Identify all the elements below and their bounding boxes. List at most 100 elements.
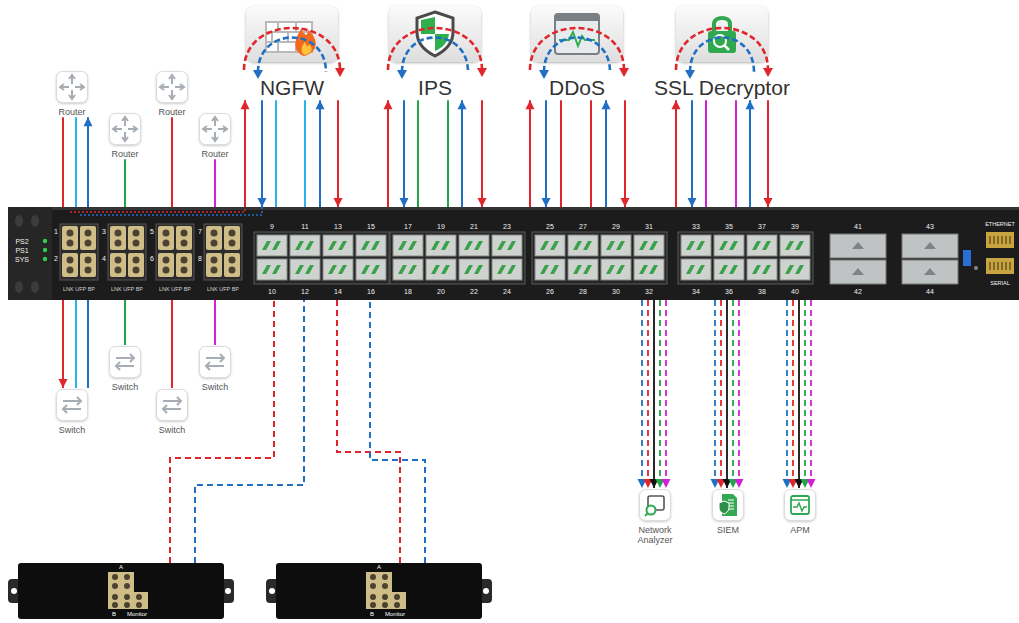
graphic	[18, 563, 224, 619]
port-label: Monitor	[385, 611, 405, 617]
graphic	[85, 240, 92, 247]
graphic	[791, 496, 809, 514]
graphic	[441, 265, 450, 274]
arrowhead	[746, 100, 755, 109]
graphic	[924, 268, 936, 275]
graphic	[507, 265, 516, 274]
network-device: Router	[100, 112, 150, 159]
na-icon	[638, 488, 672, 522]
graphic	[224, 253, 240, 277]
graphic	[302, 42, 312, 55]
connector	[370, 300, 425, 563]
graphic	[262, 265, 271, 274]
graphic	[568, 259, 598, 280]
connector	[276, 100, 277, 207]
graphic	[902, 234, 958, 258]
graphic	[67, 257, 74, 264]
graphic	[639, 265, 648, 274]
graphic	[124, 594, 130, 600]
loop-arcs	[234, 6, 350, 82]
router-icon	[155, 70, 189, 104]
graphic	[85, 230, 92, 237]
graphic	[262, 241, 271, 250]
port-number: 38	[758, 288, 766, 295]
graphic	[583, 241, 592, 250]
port-number: 17	[404, 223, 412, 230]
graphic	[15, 215, 23, 227]
connector-line	[726, 300, 728, 488]
graphic	[902, 260, 958, 284]
port-number: 30	[612, 288, 620, 295]
graphic	[676, 28, 768, 70]
port-number: 34	[692, 288, 700, 295]
port-number: 35	[725, 223, 733, 230]
connector-line	[304, 100, 306, 207]
graphic	[200, 347, 231, 378]
port-number: 10	[268, 288, 276, 295]
connector	[400, 100, 409, 207]
port-number: 15	[367, 223, 375, 230]
graphic	[394, 602, 400, 608]
graphic	[568, 235, 598, 256]
graphic	[204, 224, 242, 280]
graphic	[157, 390, 188, 421]
monitoring-tool: APM	[770, 488, 830, 535]
graphic	[181, 257, 188, 264]
connector	[621, 100, 630, 207]
graphic	[426, 235, 456, 256]
graphic	[85, 257, 92, 264]
chassis-body	[8, 207, 1019, 300]
graphic	[780, 259, 810, 280]
monitoring-tool: SIEM	[698, 488, 758, 535]
connector-line	[804, 300, 806, 488]
graphic	[719, 241, 728, 250]
connector-line	[738, 300, 740, 488]
graphic	[686, 265, 695, 274]
port-number: 2	[54, 255, 58, 262]
connector-line	[705, 100, 707, 207]
connector	[662, 300, 671, 488]
port-number: 26	[546, 288, 554, 295]
graphic	[163, 257, 170, 264]
port-label: A	[377, 564, 381, 570]
graphic	[370, 574, 376, 580]
arrowhead	[621, 198, 630, 207]
graphic	[108, 572, 134, 592]
graphic	[601, 259, 631, 280]
connector-line	[659, 300, 661, 488]
connector	[542, 100, 551, 207]
connector	[656, 300, 665, 488]
graphic	[690, 38, 754, 73]
graphic	[830, 260, 886, 284]
graphic	[550, 241, 559, 250]
graphic	[747, 235, 777, 256]
graphic	[696, 265, 705, 274]
device-label: Switch	[100, 382, 150, 392]
graphic	[204, 118, 226, 140]
graphic	[338, 265, 347, 274]
graphic	[112, 602, 118, 608]
tool-symbol	[676, 6, 768, 62]
connector-line	[798, 300, 800, 488]
port-number: 43	[926, 223, 934, 230]
graphic	[156, 224, 194, 280]
graphic	[229, 267, 236, 274]
arrowhead	[384, 100, 393, 109]
graphic	[417, 12, 453, 56]
device-label: Switch	[147, 425, 197, 435]
connector	[672, 100, 681, 207]
graphic	[714, 18, 730, 32]
graphic	[57, 72, 88, 103]
graphic	[206, 354, 224, 370]
connector-line	[337, 300, 400, 563]
graphic	[113, 117, 137, 141]
graphic	[634, 235, 664, 256]
graphic	[402, 38, 468, 73]
graphic	[224, 226, 240, 250]
graphic	[397, 70, 407, 79]
graphic	[371, 241, 380, 250]
device-label: Switch	[47, 425, 97, 435]
connector	[561, 100, 562, 207]
connector-line	[735, 100, 737, 207]
